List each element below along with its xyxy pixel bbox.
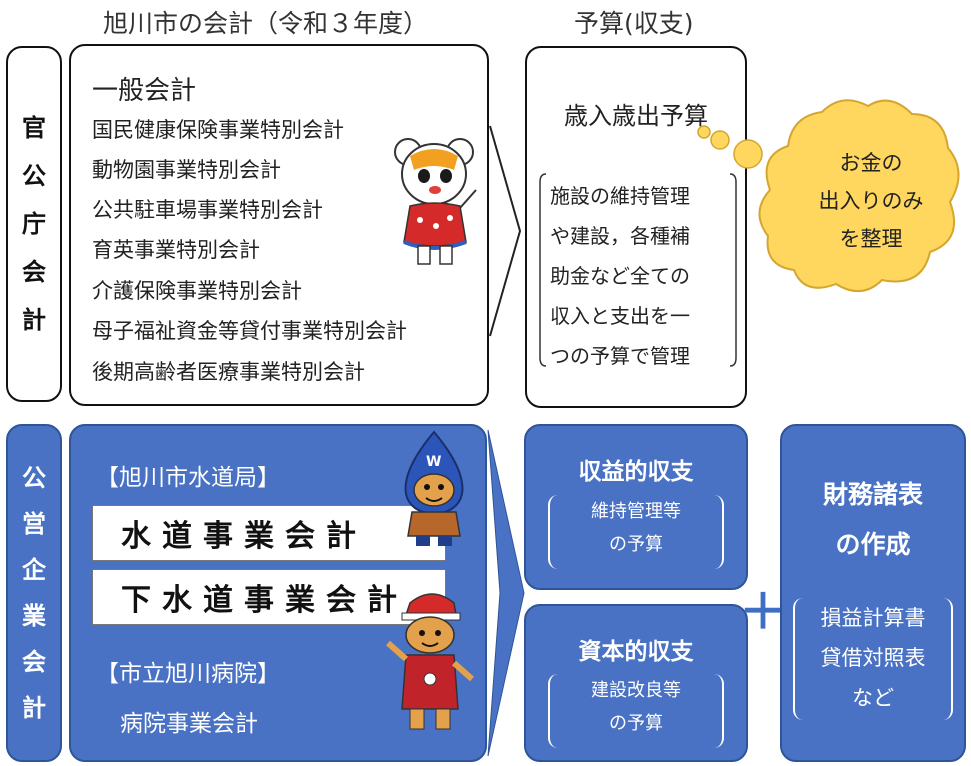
kouei-label-char: 業 bbox=[22, 602, 46, 630]
budget-title: 歳入歳出予算 bbox=[564, 102, 708, 130]
special-account-item: 母子福祉資金等貸付事業特別会計 bbox=[92, 319, 407, 343]
income-bracket: 維持管理等 の予算 bbox=[548, 495, 724, 569]
capital-title: 資本的収支 bbox=[578, 639, 694, 665]
fin-title-line: 財務諸表 bbox=[822, 480, 923, 509]
capital-bracket: 建設改良等 の予算 bbox=[548, 674, 724, 748]
fin-title: 財務諸表 の作成 bbox=[780, 470, 966, 570]
budget-desc-line: 施設の維持管理 bbox=[550, 184, 690, 208]
capital-box bbox=[524, 604, 748, 762]
kouei-label-char: 営 bbox=[22, 510, 46, 538]
cloud-text: お金の 出入りのみ を整理 bbox=[780, 144, 962, 258]
mascot-bear-illustration bbox=[394, 138, 477, 265]
fin-desc-line: 貸借対照表 bbox=[820, 646, 926, 670]
capital-desc-line: の予算 bbox=[609, 713, 663, 734]
blue-chevron-arrow-icon bbox=[487, 429, 525, 757]
fin-title-line: の作成 bbox=[835, 530, 911, 559]
mascot-cap-illustration bbox=[386, 593, 474, 730]
special-account-item: 国民健康保険事業特別会計 bbox=[92, 118, 344, 142]
hospital-account: 病院事業会計 bbox=[120, 711, 258, 737]
water-account-bar: 水道事業会計 bbox=[92, 505, 446, 561]
fin-desc-line: 損益計算書 bbox=[820, 606, 926, 630]
special-account-item: 介護保険事業特別会計 bbox=[92, 279, 302, 303]
kanchou-label-char: 庁 bbox=[22, 210, 46, 238]
kanchou-label-char: 会 bbox=[22, 258, 46, 286]
budget-desc-line: つの予算で管理 bbox=[550, 344, 690, 368]
budget-box bbox=[525, 46, 747, 408]
budget-desc-line: や建設，各種補 bbox=[550, 224, 690, 248]
special-account-item: 後期高齢者医療事業特別会計 bbox=[92, 360, 365, 384]
hospital-org-label: 【市立旭川病院】 bbox=[96, 661, 280, 687]
header-accounts: 旭川市の会計（令和３年度） bbox=[103, 9, 429, 38]
kouei-label-char: 会 bbox=[22, 648, 46, 676]
special-account-item: 公共駐車場事業特別会計 bbox=[92, 198, 323, 222]
budget-desc-line: 助金など全ての bbox=[550, 264, 690, 288]
cloud-line: お金の bbox=[839, 151, 903, 175]
thought-cloud-shape bbox=[697, 99, 960, 292]
financial-statements-box bbox=[780, 424, 966, 762]
mascot-waterdrop-illustration: W bbox=[404, 430, 464, 546]
special-account-item: 動物園事業特別会計 bbox=[92, 158, 281, 182]
cloud-line: 出入りのみ bbox=[818, 189, 924, 213]
kouei-label-char: 計 bbox=[22, 694, 46, 722]
special-account-item: 育英事業特別会計 bbox=[92, 238, 260, 262]
income-desc-line: 維持管理等 bbox=[591, 501, 681, 522]
fin-bracket: 損益計算書 貸借対照表 など bbox=[793, 598, 953, 720]
bracket-icon bbox=[539, 173, 737, 367]
sewer-account-bar: 下水道事業会計 bbox=[92, 569, 446, 625]
income-box bbox=[524, 424, 748, 590]
water-bureau-label: 【旭川市水道局】 bbox=[96, 465, 280, 491]
fin-desc-line: など bbox=[852, 686, 894, 710]
income-desc-line: の予算 bbox=[609, 534, 663, 555]
plus-icon: ＋ bbox=[738, 584, 787, 640]
cloud-line: を整理 bbox=[839, 227, 903, 251]
kouei-label-char: 公 bbox=[22, 464, 46, 492]
kanchou-label-char: 官 bbox=[22, 114, 46, 142]
svg-text:W: W bbox=[426, 454, 441, 470]
budget-desc-line: 収入と支出を一 bbox=[550, 304, 690, 328]
header-budget: 予算(収支) bbox=[574, 9, 694, 38]
capital-desc-line: 建設改良等 bbox=[591, 680, 681, 701]
kanchou-label-box: 官 公 庁 会 計 bbox=[6, 46, 62, 402]
kanchou-label-char: 公 bbox=[22, 162, 46, 190]
chevron-arrow-icon bbox=[489, 125, 522, 337]
kanchou-label-char: 計 bbox=[22, 306, 46, 334]
general-account: 一般会計 bbox=[92, 76, 197, 106]
kouei-label-box: 公 営 企 業 会 計 bbox=[6, 424, 62, 762]
kouei-label-char: 企 bbox=[22, 556, 46, 584]
income-title: 収益的収支 bbox=[578, 459, 694, 485]
